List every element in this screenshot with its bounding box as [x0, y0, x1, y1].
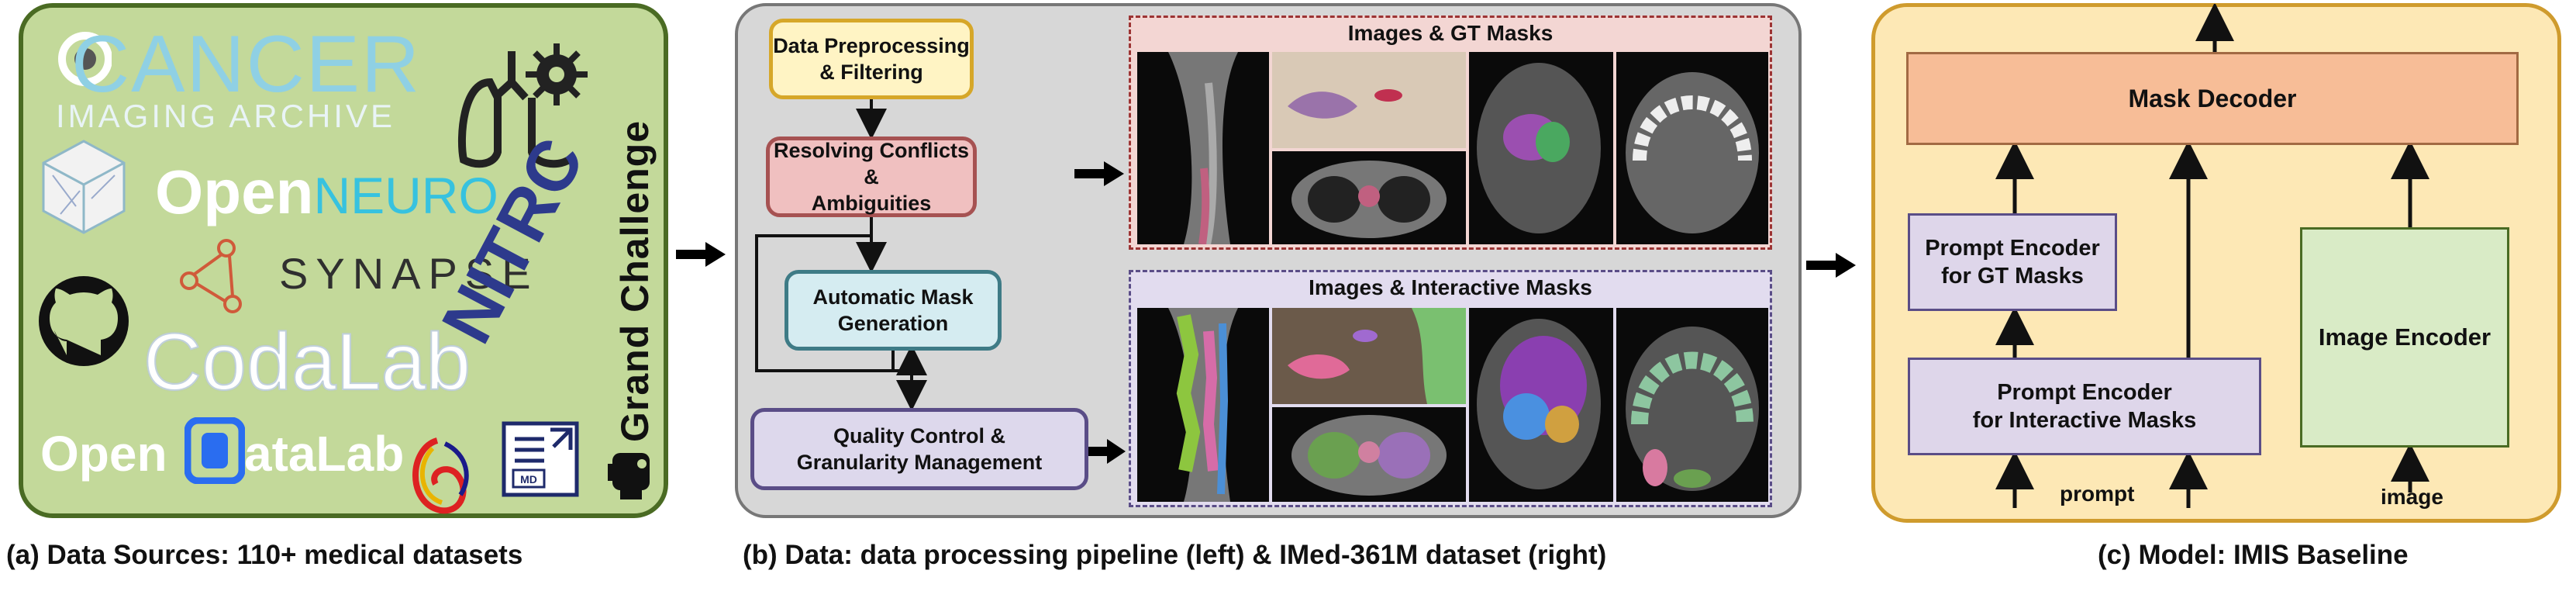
tcia-logo-title: CANCER	[71, 19, 422, 109]
mask-decoder-box: Mask Decoder	[1906, 52, 2519, 145]
arrow-b-to-c	[1806, 253, 1856, 278]
arrow-a-to-b	[676, 242, 726, 267]
tcia-icon	[58, 32, 112, 86]
data-pipeline-panel: Data Preprocessing & Filtering Resolving…	[735, 3, 1802, 518]
caption-model: (c) Model: IMIS Baseline	[2098, 540, 2409, 570]
swirl-emblem-icon	[412, 437, 469, 514]
interactive-masks-panel: Images & Interactive Masks	[1129, 270, 1772, 507]
lungs-virus-icon	[458, 43, 588, 168]
grand-challenge-logo: Grand Challenge	[613, 119, 657, 442]
dental-ct-interactive-thumbnail	[1616, 308, 1768, 502]
openneuro-cube-icon	[42, 140, 126, 234]
quality-control-box: Quality Control & Granularity Management	[750, 408, 1088, 490]
sagittal-spine-thumbnail	[1137, 52, 1269, 244]
resolving-conflicts-label: Resolving Conflicts & Ambiguities	[773, 139, 970, 215]
caption-data-pipeline: (b) Data: data processing pipeline (left…	[743, 540, 1607, 570]
dermoscopy-thumbnail	[1272, 52, 1466, 148]
chest-ct-thumbnail	[1272, 151, 1466, 244]
gt-masks-panel: Images & GT Masks	[1129, 16, 1772, 250]
image-input-label: image	[2381, 485, 2443, 509]
prompt-encoder-interactive-label: Prompt Encoder for Interactive Masks	[1972, 380, 2197, 433]
model-panel: Mask Decoder Prompt Encoder for GT Masks…	[1871, 3, 2561, 523]
quality-control-label: Quality Control & Granularity Management	[796, 424, 1043, 474]
sagittal-spine-interactive-thumbnail	[1137, 308, 1269, 502]
preprocessing-box: Data Preprocessing & Filtering	[769, 19, 974, 99]
arrow-to-interactive-panel	[1088, 439, 1126, 464]
prompt-encoder-interactive-box: Prompt Encoder for Interactive Masks	[1908, 358, 2261, 455]
synapse-logo: SYNAPSE	[279, 249, 539, 298]
opendatalab-logo-open: Open	[40, 426, 167, 482]
chest-ct-interactive-thumbnail	[1272, 407, 1466, 502]
gt-masks-title: Images & GT Masks	[1347, 21, 1554, 45]
cardiac-mri-interactive-thumbnail	[1469, 308, 1613, 502]
tcia-logo-subtitle: IMAGING ARCHIVE	[56, 98, 396, 134]
image-encoder-box: Image Encoder	[2300, 227, 2509, 448]
model-arrows	[1995, 4, 2429, 508]
opendatalab-logo-rest: ataLab	[244, 426, 405, 482]
arrow-to-gt-panel	[1074, 161, 1124, 186]
openneuro-logo-open: Open	[155, 157, 314, 226]
openneuro-logo: OpenNEURO	[155, 157, 498, 228]
codalab-logo: CodaLab	[143, 316, 471, 408]
prompt-encoder-gt-label: Prompt Encoder for GT Masks	[1925, 236, 2100, 289]
caption-data-sources: (a) Data Sources: 110+ medical datasets	[6, 540, 523, 570]
interactive-masks-title: Images & Interactive Masks	[1309, 275, 1592, 299]
automatic-mask-label: Automatic Mask Generation	[812, 285, 974, 335]
grand-challenge-icon	[608, 453, 650, 499]
cardiac-mri-thumbnail	[1469, 52, 1613, 244]
pipeline-connectors	[755, 99, 927, 411]
dental-ct-thumbnail	[1616, 52, 1768, 244]
openneuro-logo-neuro: NEURO	[313, 167, 498, 224]
md-badge-text: MD	[520, 473, 537, 486]
opendatalab-d-icon	[184, 417, 245, 484]
synapse-icon	[180, 239, 242, 313]
github-icon	[39, 276, 129, 366]
prompt-encoder-gt-box: Prompt Encoder for GT Masks	[1908, 213, 2117, 311]
resolving-conflicts-box: Resolving Conflicts & Ambiguities	[766, 137, 977, 217]
prompt-input-label: prompt	[2060, 482, 2135, 506]
data-sources-panel: CANCER IMAGING ARCHIVE OpenNEURO SYNAPSE…	[19, 3, 668, 518]
dermoscopy-interactive-thumbnail	[1272, 308, 1466, 404]
md-document-icon: MD	[502, 421, 579, 497]
automatic-mask-box: Automatic Mask Generation	[785, 270, 1002, 351]
preprocessing-label: Data Preprocessing & Filtering	[773, 34, 970, 84]
